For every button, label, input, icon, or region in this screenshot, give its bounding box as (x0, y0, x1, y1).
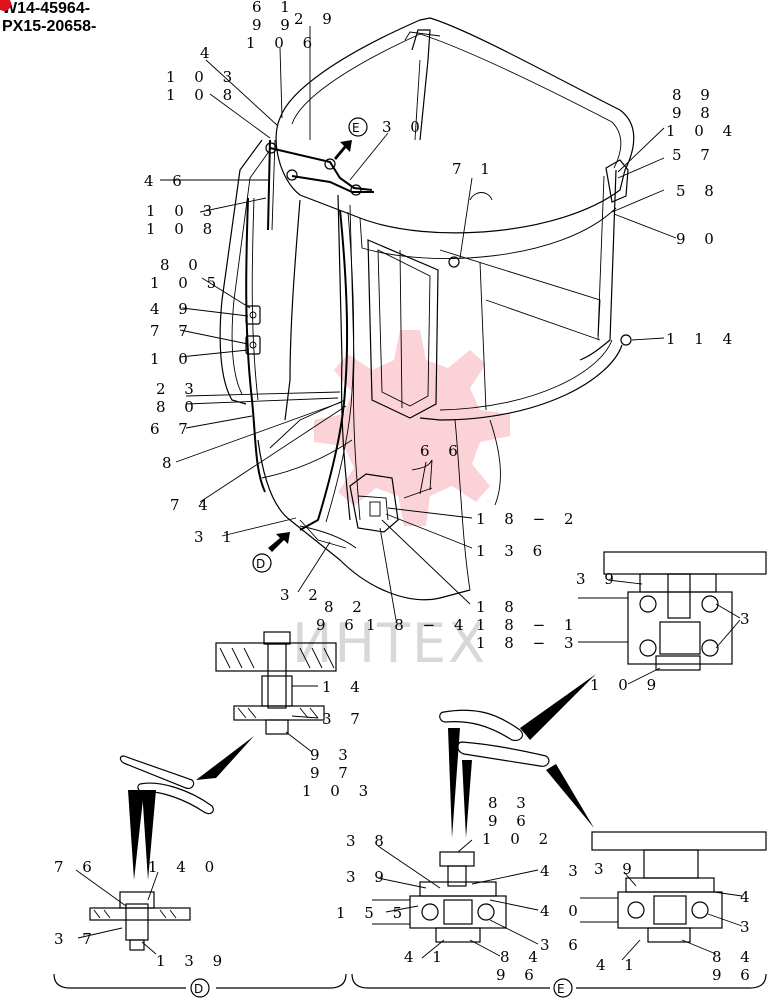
callout-108-a: 1 0 8 (166, 86, 239, 104)
callout-96-b: 9 6 (488, 812, 533, 830)
callout-61: 6 1 (252, 0, 297, 16)
callout-49: 4 9 (150, 300, 195, 318)
callout-66: 6 6 (420, 442, 465, 460)
callout-155: 1 5 5 (336, 904, 409, 922)
callout-37-a: 3 7 (322, 710, 367, 728)
detail-e-linkage (439, 674, 596, 838)
detail-bearing-mid (372, 839, 539, 959)
detail-bolt-top (215, 631, 337, 753)
callout-37-b: 3 7 (54, 930, 99, 948)
callout-39-c: 3 9 (594, 860, 639, 878)
callout-18-1: 1 8 − 1 (476, 616, 581, 634)
callout-104: 1 0 4 (666, 122, 739, 140)
callout-98: 9 8 (672, 104, 717, 122)
callout-36-a: 3 6 (740, 610, 768, 628)
callout-82: 8 2 (324, 598, 369, 616)
callout-58: 5 8 (676, 182, 721, 200)
callout-39-a: 3 9 (576, 570, 621, 588)
leader-lines (160, 26, 677, 621)
section-bracket-d: D (53, 973, 347, 998)
callout-80-a: 8 0 (160, 256, 205, 274)
detail-d-linkage (119, 736, 254, 880)
serial-range-2: PX15-20658- (2, 18, 97, 35)
callout-18-4: 1 8 − 4 (366, 616, 471, 634)
callout-38: 3 8 (346, 832, 391, 850)
callout-36-c: 3 6 (740, 918, 768, 936)
callout-31: 3 1 (194, 528, 239, 546)
callout-10: 1 0 (150, 350, 195, 368)
callout-140: 1 4 0 (148, 858, 221, 876)
callout-99: 9 9 (252, 16, 297, 34)
callout-102: 1 0 2 (482, 830, 555, 848)
callout-83: 8 3 (488, 794, 533, 812)
watermark-gear (314, 330, 510, 526)
callout-80-b: 8 0 (156, 398, 201, 416)
callout-109: 1 0 9 (590, 676, 663, 694)
callout-97: 9 7 (310, 764, 355, 782)
callout-40-b: 4 0 (740, 888, 768, 906)
callout-14: 1 4 (322, 678, 367, 696)
callout-18-3: 1 8 − 3 (476, 634, 581, 652)
callout-18: 1 8 (476, 598, 521, 616)
view-arrow-d: D (252, 532, 290, 573)
callout-57: 5 7 (672, 146, 717, 164)
callout-71: 7 1 (452, 160, 497, 178)
callout-84-a: 8 4 (500, 948, 545, 966)
callout-103-c: 1 0 3 (302, 782, 375, 800)
callout-96-c: 9 6 (496, 966, 541, 984)
callout-41-b: 4 1 (596, 956, 641, 974)
serial-range-1: W14-45964- (2, 0, 91, 17)
callout-76: 7 6 (54, 858, 99, 876)
callout-36-b: 3 6 (540, 936, 585, 954)
callout-41-a: 4 1 (404, 948, 449, 966)
callout-136: 1 3 6 (476, 542, 549, 560)
callout-30: 3 0 (382, 118, 427, 136)
callout-46: 4 6 (144, 172, 189, 190)
callout-89: 8 9 (672, 86, 717, 104)
callout-103-b: 1 0 3 (146, 202, 219, 220)
callout-32: 3 2 (280, 586, 325, 604)
view-e-marker: E (352, 121, 360, 135)
callout-18-2: 1 8 − 2 (476, 510, 581, 528)
detail-bearing-right (580, 831, 767, 961)
callout-105: 1 0 5 (150, 274, 223, 292)
callout-39-b: 3 9 (346, 868, 391, 886)
callout-139: 1 3 9 (156, 952, 229, 970)
callout-8: 8 (162, 454, 179, 472)
view-d-marker: D (256, 557, 265, 571)
callout-labels: 6 1 9 9 1 0 6 2 9 4 1 0 3 1 0 8 3 0 8 9 … (54, 0, 768, 984)
callout-67: 6 7 (150, 420, 195, 438)
detail-d-bolt (75, 869, 191, 955)
callout-23: 2 3 (156, 380, 201, 398)
section-d-marker: D (194, 982, 203, 996)
callout-29: 2 9 (294, 10, 339, 28)
callout-93: 9 3 (310, 746, 355, 764)
callout-77: 7 7 (150, 322, 195, 340)
callout-96-a: 9 6 (316, 616, 361, 634)
view-arrow-e: E (334, 117, 368, 160)
callout-84-b: 8 4 (712, 948, 757, 966)
callout-74: 7 4 (170, 496, 215, 514)
corner-marker (0, 0, 11, 11)
callout-114: 1 1 4 (666, 330, 739, 348)
callout-106: 1 0 6 (246, 34, 319, 52)
detail-bearing-top (578, 551, 767, 685)
callout-108-b: 1 0 8 (146, 220, 219, 238)
callout-90: 9 0 (676, 230, 721, 248)
section-bracket-e: E (351, 973, 767, 998)
callout-40-a: 4 0 (540, 902, 585, 920)
section-e-marker: E (557, 982, 565, 996)
callout-103-a: 1 0 3 (166, 68, 239, 86)
callout-96-d: 9 6 (712, 966, 757, 984)
callout-4: 4 (200, 44, 217, 62)
callout-43: 4 3 (540, 862, 585, 880)
